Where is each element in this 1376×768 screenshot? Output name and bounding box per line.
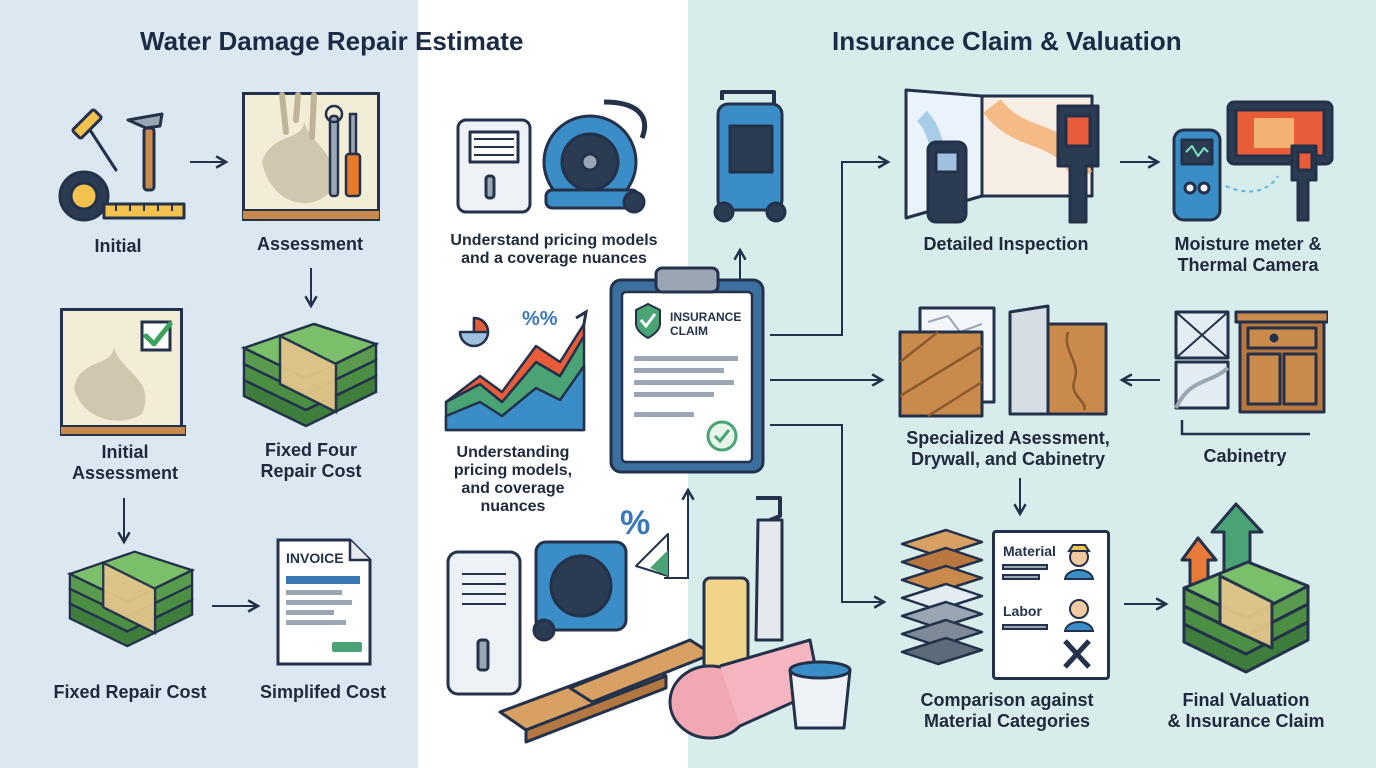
dehumidifier-air-mover-icon (456, 99, 648, 214)
card-graphics (1002, 544, 1095, 669)
label-detailed-inspection: Detailed Inspection (923, 234, 1089, 254)
material-samples-stack-icon (900, 528, 984, 666)
card-material-label: Material (1003, 543, 1056, 559)
clipboard-graphic (609, 266, 765, 474)
left-title: Water Damage Repair Estimate (140, 26, 524, 56)
label-simplified-cost: Simplifed Cost (259, 682, 386, 702)
moisture-meter-thermal-camera-icon (1172, 100, 1334, 222)
label-final-valuation: Final Valuation & Insurance Claim (1167, 690, 1325, 731)
wall-checkmark-icon (60, 308, 186, 436)
invoice-document-icon: INVOICE (276, 538, 372, 666)
label-specialized-assessment: Specialized Asessment, Drywall, and Cabi… (906, 428, 1110, 469)
label-cabinetry: Cabinetry (1203, 446, 1287, 466)
insurance-claim-clipboard-icon: INSURANCE CLAIM (608, 262, 766, 476)
money-stack-icon (66, 550, 196, 648)
invoice-paper (276, 538, 372, 666)
material-labor-card: Material Labor (992, 530, 1110, 680)
label-comparison: Comparison against Material Categories (920, 690, 1094, 731)
label-assessment: Assessment (256, 234, 364, 254)
percent-sign-top: %% (522, 308, 558, 330)
money-stack-icon (240, 322, 380, 428)
percent-sign-bottom: % (620, 504, 651, 542)
restoration-equipment-materials-icon: % (440, 490, 860, 748)
label-pricing-bottom: Understanding pricing models, and covera… (453, 444, 573, 515)
repair-tools-icon (58, 108, 186, 222)
equipment-graphic (446, 496, 852, 744)
pricing-trend-chart-icon: %% (440, 306, 590, 436)
cabinetry-icon (1174, 310, 1328, 436)
stained-wall-icon (242, 92, 380, 221)
card-labor-label: Labor (1003, 603, 1042, 619)
final-valuation-money-growth-icon (1180, 502, 1310, 674)
portable-dehumidifier-icon (713, 90, 787, 223)
flooring-drywall-samples-icon (898, 304, 1108, 418)
label-fixed-repair-cost: Fixed Repair Cost (53, 682, 207, 702)
label-initial-assessment: Initial Assessment (71, 442, 179, 483)
label-initial: Initial (94, 236, 142, 256)
claim-heading: INSURANCE CLAIM (670, 310, 742, 338)
detailed-inspection-icon (904, 88, 1100, 224)
label-moisture-thermal: Moisture meter & Thermal Camera (1174, 234, 1322, 275)
invoice-heading: INVOICE (286, 550, 344, 566)
right-title: Insurance Claim & Valuation (832, 26, 1182, 56)
label-fixed-four: Fixed Four Repair Cost (260, 440, 362, 481)
trend-chart-graphic (444, 309, 589, 432)
label-pricing-top: Understand pricing models and a coverage… (450, 232, 658, 267)
